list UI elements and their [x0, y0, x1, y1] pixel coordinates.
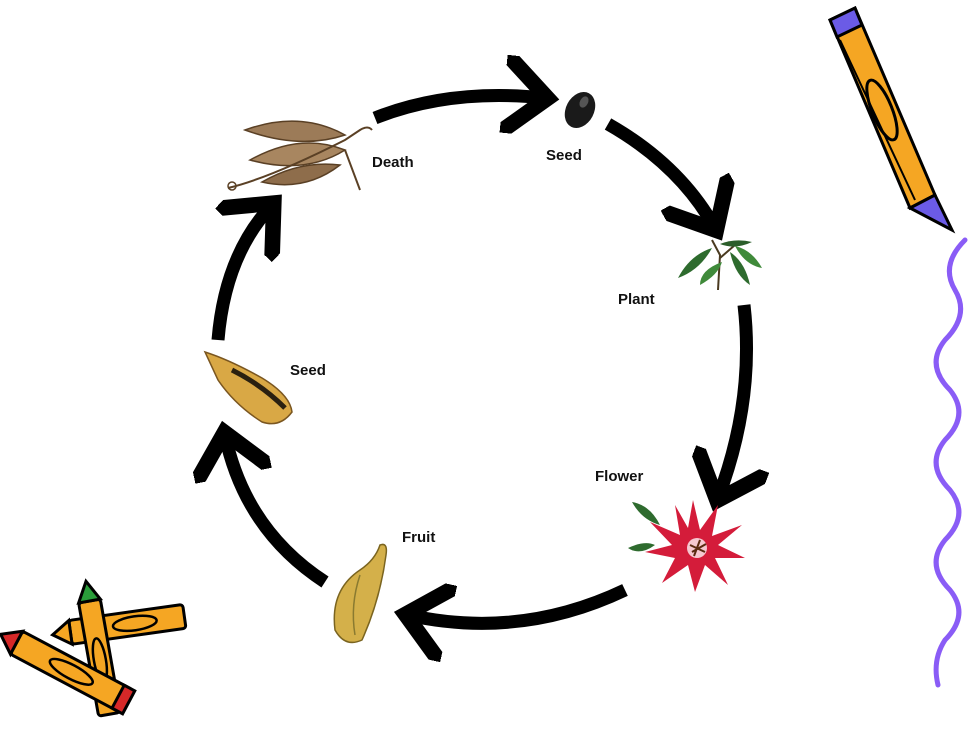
- stage-label-death: Death: [372, 154, 414, 171]
- arrow-seed-to-plant: [604, 118, 715, 228]
- seedling-icon: [678, 239, 762, 291]
- arrow-seed-to-death: [211, 205, 272, 341]
- stage-label-seed: Seed: [290, 362, 326, 379]
- crayons-icon: [0, 578, 188, 718]
- arrow-plant-to-flower: [718, 304, 747, 498]
- arrow-fruit-to-seed: [225, 435, 329, 588]
- arrow-death-to-seed: [372, 96, 545, 119]
- black-seed-icon: [564, 91, 596, 129]
- yellow-fruit-icon: [333, 543, 388, 644]
- stage-label-fruit: Fruit: [402, 529, 436, 546]
- red-flower-icon: [628, 500, 745, 592]
- dried-leaves-icon: [227, 120, 373, 191]
- stage-label-flower: Flower: [595, 468, 644, 485]
- stage-label-seed: Seed: [546, 147, 582, 164]
- arrow-flower-to-fruit: [408, 590, 628, 623]
- stage-label-plant: Plant: [618, 291, 655, 308]
- pencil-icon: [828, 5, 956, 234]
- split-seed-icon: [203, 350, 293, 425]
- squiggle-decoration: [933, 237, 968, 688]
- cycle-arrows: [218, 96, 747, 624]
